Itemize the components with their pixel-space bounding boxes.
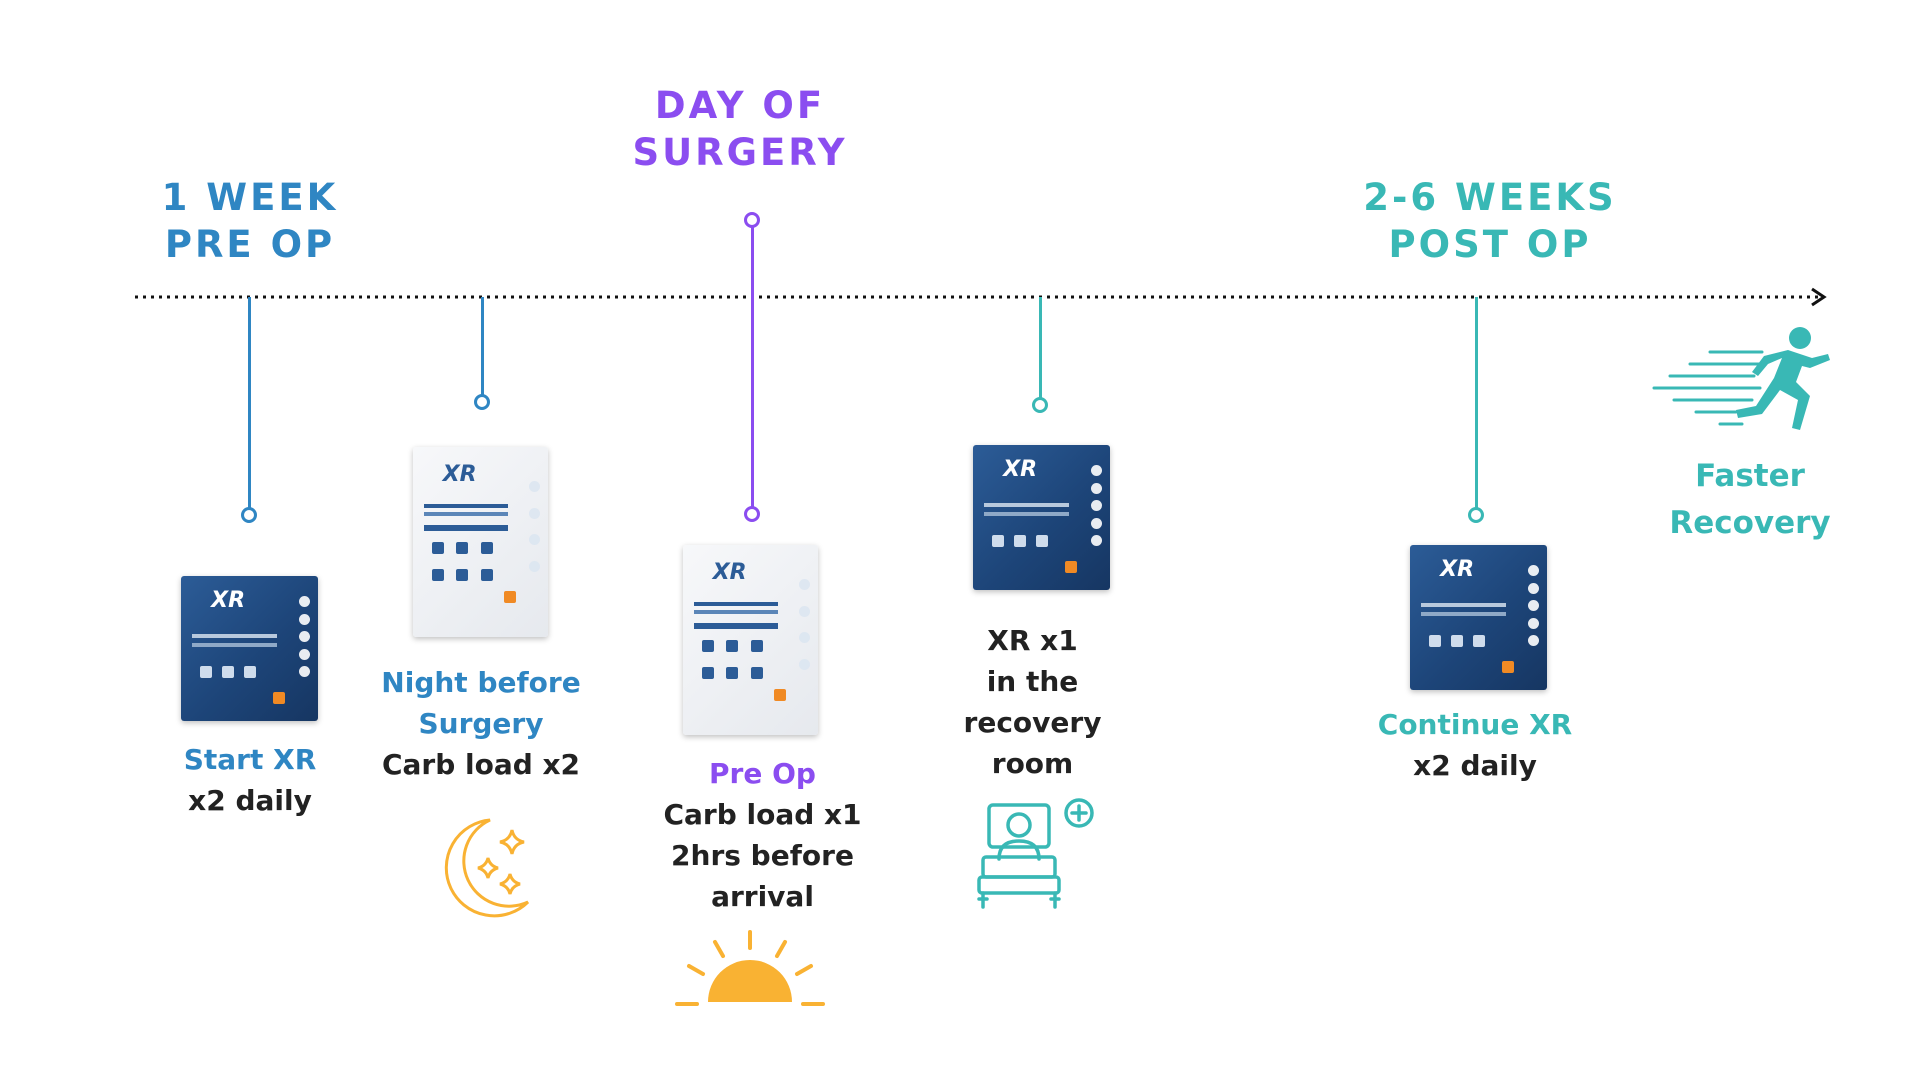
step-preop-detail-line2: 2hrs before <box>671 839 854 872</box>
carb-loading-packet-night: XR <box>413 447 548 637</box>
step-continue-title: Continue XR <box>1377 708 1573 741</box>
running-person-icon <box>1652 327 1830 430</box>
marker-stem-preop <box>751 222 754 510</box>
phase-day-of-surgery-line1: DAY OF <box>654 84 826 127</box>
step-recovery: XR x1 in the recovery room <box>910 620 1155 784</box>
xr-packet-continue: XR <box>1410 545 1547 690</box>
hospital-bed-icon <box>977 798 1094 909</box>
phase-day-of-surgery-line2: SURGERY <box>632 131 848 174</box>
marker-dot-preop <box>744 506 760 522</box>
step-preop: Pre Op Carb load x1 2hrs before arrival <box>630 753 895 917</box>
step-recovery-line4: room <box>991 747 1074 780</box>
marker-stem-night <box>481 297 484 397</box>
phase-day-of-surgery: DAY OF SURGERY <box>600 82 880 176</box>
step-continue-detail: x2 daily <box>1413 749 1537 782</box>
step-night: Night before Surgery Carb load x2 <box>350 662 612 785</box>
phase-pre-op-week-line2: PRE OP <box>164 223 336 266</box>
step-start-detail: x2 daily <box>188 784 312 817</box>
marker-dot-surgery-top <box>744 212 760 228</box>
marker-dot-night <box>474 394 490 410</box>
marker-stem-start <box>248 297 251 509</box>
sunrise-icon <box>675 930 825 1006</box>
step-start: Start XR x2 daily <box>130 739 370 821</box>
step-preop-detail-line1: Carb load x1 <box>663 798 862 831</box>
outcome-title-line2: Recovery <box>1669 505 1831 541</box>
outcome-label: Faster Recovery <box>1630 453 1870 547</box>
step-continue: Continue XR x2 daily <box>1330 704 1620 786</box>
marker-dot-continue <box>1468 507 1484 523</box>
step-recovery-line3: recovery <box>963 706 1102 739</box>
step-recovery-line1: XR x1 <box>987 624 1078 657</box>
phase-post-op-line2: POST OP <box>1388 223 1592 266</box>
phase-pre-op-week-line1: 1 WEEK <box>161 176 339 219</box>
marker-dot-start <box>241 507 257 523</box>
marker-stem-recovery <box>1039 297 1042 399</box>
marker-stem-continue <box>1475 297 1478 509</box>
step-start-title: Start XR <box>183 743 317 776</box>
carb-loading-packet-preop: XR <box>683 545 818 735</box>
xr-packet-start: XR <box>181 576 318 721</box>
phase-post-op-line1: 2-6 WEEKS <box>1363 176 1617 219</box>
timeline-arrowhead <box>1811 287 1827 307</box>
step-night-detail: Carb load x2 <box>381 748 581 781</box>
step-preop-detail-line3: arrival <box>711 880 814 913</box>
marker-dot-recovery <box>1032 397 1048 413</box>
step-recovery-line2: in the <box>986 665 1079 698</box>
phase-pre-op-week: 1 WEEK PRE OP <box>120 174 380 268</box>
xr-packet-recovery: XR <box>973 445 1110 590</box>
moon-stars-icon <box>444 818 530 918</box>
step-preop-title: Pre Op <box>709 757 816 790</box>
phase-post-op: 2-6 WEEKS POST OP <box>1330 174 1650 268</box>
outcome-title-line1: Faster <box>1695 458 1805 494</box>
step-night-title-line1: Night before <box>381 666 581 699</box>
step-night-title-line2: Surgery <box>418 707 544 740</box>
